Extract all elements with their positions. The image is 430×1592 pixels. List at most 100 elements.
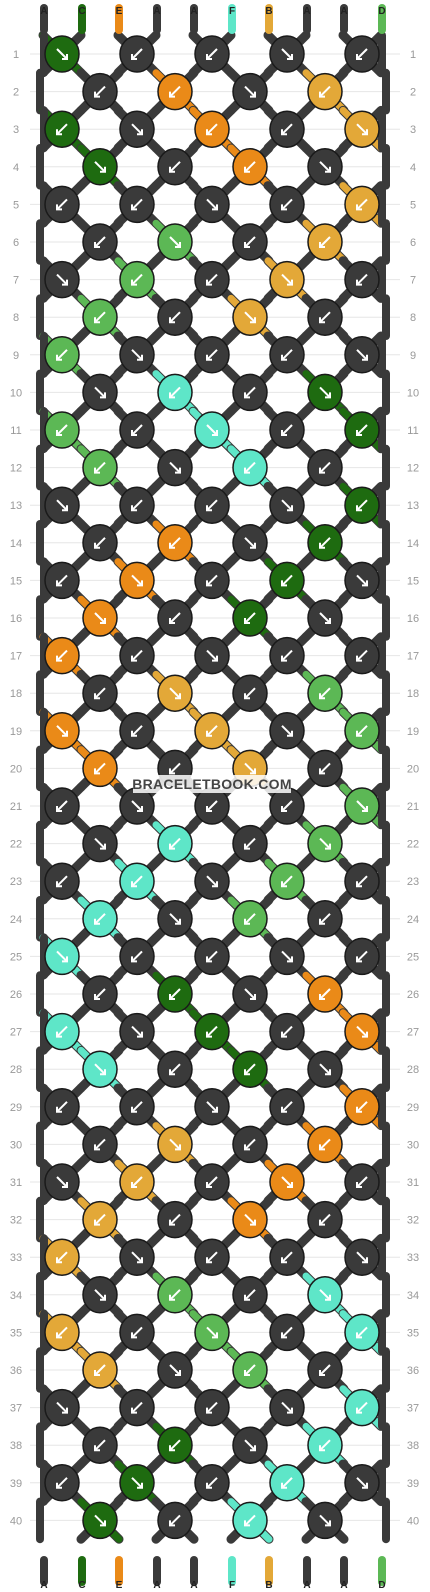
knot xyxy=(44,1464,80,1502)
row-number-left: 1 xyxy=(13,49,19,61)
row-number-left: 13 xyxy=(10,500,22,512)
knot-arrow-head-icon xyxy=(212,655,218,662)
knot-arrow-icon xyxy=(56,273,68,286)
knot-arrow-icon xyxy=(244,386,256,399)
knot-arrow-icon xyxy=(206,48,218,60)
row-number-left: 39 xyxy=(10,1478,22,1490)
knot-arrow-head-icon xyxy=(169,317,175,324)
knot-arrow-head-icon xyxy=(131,430,137,436)
knot-arrow-icon xyxy=(131,1101,143,1113)
row-number-right: 13 xyxy=(407,500,419,512)
string-letter-label: E xyxy=(116,6,123,17)
knot-arrow-icon xyxy=(169,386,181,399)
knot-arrow-head-icon xyxy=(281,430,287,436)
knot-arrow-icon xyxy=(206,1326,218,1339)
row-number-left: 25 xyxy=(10,951,22,963)
knot-arrow-icon xyxy=(281,1326,293,1339)
knot-arrow-head-icon xyxy=(56,881,62,888)
knot-arrow-head-icon xyxy=(175,1144,181,1151)
knot xyxy=(307,824,343,863)
row-number-left: 18 xyxy=(10,688,22,700)
knot-arrow-icon xyxy=(94,161,106,173)
watermark-backdrop xyxy=(133,775,291,793)
knot-arrow-icon xyxy=(56,499,68,511)
knot-arrow-icon xyxy=(319,612,331,624)
row-number-right: 26 xyxy=(407,989,419,1001)
knot-arrow-head-icon xyxy=(137,1482,143,1489)
knot xyxy=(194,1388,230,1427)
knot xyxy=(232,975,268,1013)
knot-arrow-icon xyxy=(244,85,256,98)
knot-arrow-head-icon xyxy=(250,317,256,324)
row-number-left: 12 xyxy=(10,463,22,475)
knot xyxy=(232,1351,268,1389)
knot xyxy=(344,1238,380,1276)
knot-arrow-icon xyxy=(206,273,218,286)
knot-arrow-icon xyxy=(206,875,218,887)
knot-arrow-head-icon xyxy=(244,392,250,399)
row-number-right: 28 xyxy=(407,1064,419,1076)
knot-arrow-icon xyxy=(319,687,331,699)
knot-arrow-icon xyxy=(244,161,256,173)
row-number-left: 9 xyxy=(13,350,19,362)
string-letter-label: A xyxy=(340,6,347,17)
knot-arrow-head-icon xyxy=(281,1482,287,1489)
knot-arrow-head-icon xyxy=(56,806,62,812)
knot xyxy=(269,1012,305,1051)
knot-arrow-head-icon xyxy=(175,918,181,925)
knot xyxy=(194,185,230,224)
knot-arrow-icon xyxy=(131,198,143,211)
string-letter-label: B xyxy=(265,1580,272,1591)
knot xyxy=(194,336,230,374)
knot xyxy=(307,749,343,788)
knot xyxy=(344,937,380,976)
knot xyxy=(307,298,343,336)
knot xyxy=(269,1388,305,1427)
knot xyxy=(269,336,305,374)
knot xyxy=(119,336,155,374)
knot-arrow-icon xyxy=(281,1251,293,1263)
knot-arrow-icon xyxy=(169,85,181,98)
knot-arrow-icon xyxy=(169,537,181,549)
knot-arrow-icon xyxy=(356,574,368,587)
knot-arrow-icon xyxy=(319,1063,331,1075)
knot-arrow-head-icon xyxy=(131,1332,137,1339)
knot xyxy=(119,110,155,148)
string-end-top: A xyxy=(303,4,311,34)
knot-arrow-icon xyxy=(319,1213,331,1226)
string-letter-label: A xyxy=(153,6,160,17)
knot xyxy=(232,524,268,562)
string-letter-label: A xyxy=(190,6,197,17)
knot-arrow-icon xyxy=(356,649,368,662)
knot-arrow-head-icon xyxy=(319,1370,325,1376)
knot-arrow-head-icon xyxy=(244,843,250,850)
knot-arrow-icon xyxy=(94,913,106,925)
knot xyxy=(232,448,268,487)
knot-arrow-icon xyxy=(319,1364,331,1376)
knot-arrow-icon xyxy=(281,1477,293,1489)
knot-arrow-icon xyxy=(169,161,181,173)
knot xyxy=(269,1464,305,1502)
knot xyxy=(157,975,193,1013)
row-number-left: 38 xyxy=(10,1440,22,1452)
row-number-left: 19 xyxy=(10,726,22,738)
knot-arrow-head-icon xyxy=(94,91,100,98)
knot-arrow-head-icon xyxy=(356,655,362,662)
knot xyxy=(269,110,305,148)
knot-arrow-head-icon xyxy=(281,1332,287,1339)
knot-arrow-head-icon xyxy=(169,768,175,775)
knot-arrow-icon xyxy=(319,837,331,850)
knot-arrow-icon xyxy=(56,198,68,211)
knot xyxy=(157,824,193,863)
knot-arrow-icon xyxy=(206,1401,218,1414)
knot xyxy=(307,1276,343,1314)
knot xyxy=(44,1012,80,1051)
knot-arrow-icon xyxy=(131,649,143,662)
knot xyxy=(44,1313,80,1352)
knot xyxy=(44,185,80,224)
knot-arrow-head-icon xyxy=(356,1182,362,1188)
knot-arrow-head-icon xyxy=(94,1219,100,1226)
knot-arrow-icon xyxy=(244,537,256,549)
string-letter-label: E xyxy=(116,1580,123,1591)
knot-arrow-head-icon xyxy=(94,467,100,474)
